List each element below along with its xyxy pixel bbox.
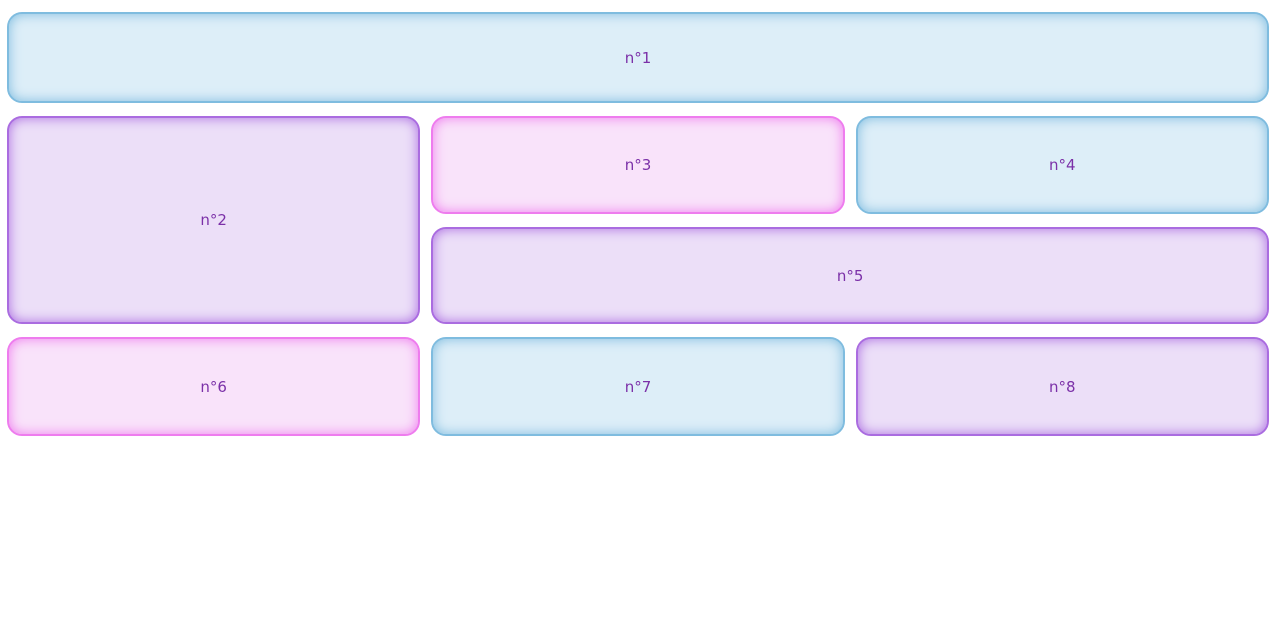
card-n5: n°5 <box>431 227 1269 324</box>
card-n2: n°2 <box>7 116 421 324</box>
card-n4: n°4 <box>855 116 1269 214</box>
card-n3: n°3 <box>431 116 845 214</box>
card-n1-label: n°1 <box>624 48 652 67</box>
card-n8: n°8 <box>855 337 1269 436</box>
card-n8-label: n°8 <box>1049 377 1076 396</box>
card-n6: n°6 <box>7 337 421 436</box>
card-n3-label: n°3 <box>624 156 652 174</box>
card-grid: n°1 n°2 n°3 n°4 n°5 n°6 n°7 n°8 <box>7 12 1269 436</box>
card-n7: n°7 <box>431 337 845 436</box>
card-n2-label: n°2 <box>200 211 227 229</box>
card-n1: n°1 <box>7 12 1269 103</box>
card-n7-label: n°7 <box>624 377 652 396</box>
card-n6-label: n°6 <box>200 377 227 396</box>
card-n5-label: n°5 <box>836 266 864 285</box>
card-n4-label: n°4 <box>1049 156 1076 174</box>
